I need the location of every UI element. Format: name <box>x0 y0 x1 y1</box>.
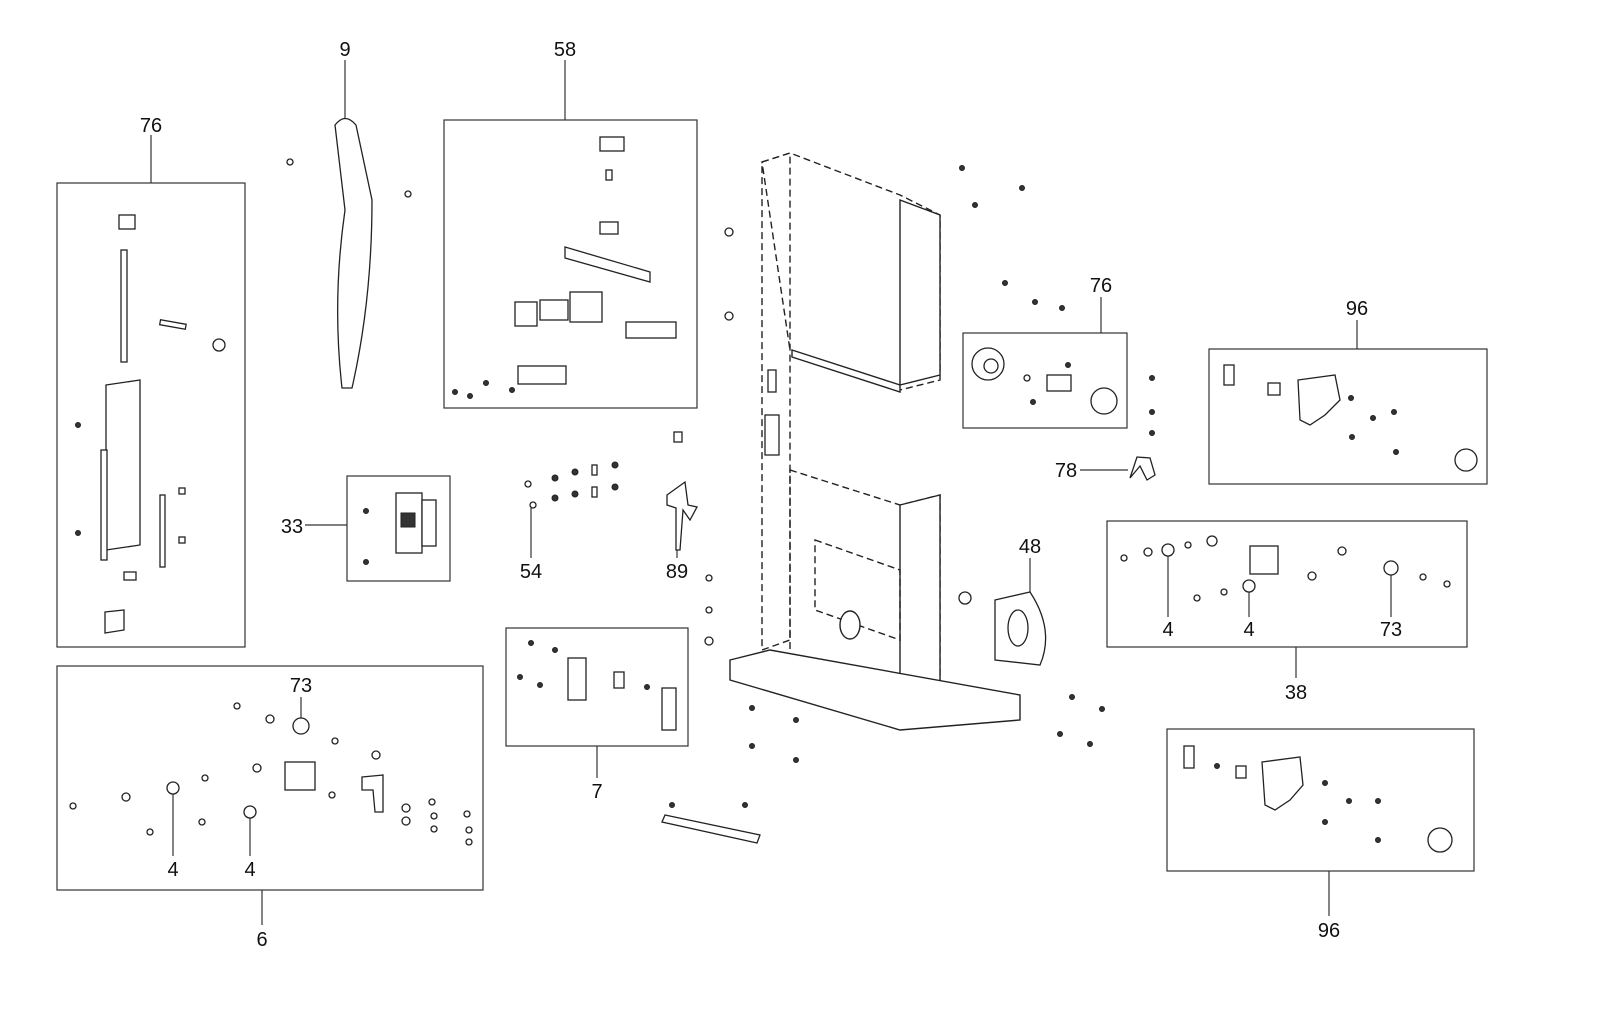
label-4-lower-a: 4 <box>167 859 178 881</box>
group-box-96-top <box>1208 348 1488 485</box>
label-58: 58 <box>554 39 576 61</box>
group-box-76-right <box>962 332 1128 429</box>
label-9: 9 <box>339 39 350 61</box>
label-73-bearing: 73 <box>1380 619 1402 641</box>
group-box-7 <box>505 627 689 747</box>
knob-assembly-parts <box>971 347 1118 415</box>
leader-lines <box>150 60 1392 925</box>
label-7: 7 <box>591 781 602 803</box>
group-box-38 <box>1106 520 1468 648</box>
base-plate-part <box>661 814 761 844</box>
handle-part <box>286 117 412 389</box>
group-box-33 <box>346 475 451 582</box>
electrical-box-parts <box>517 640 677 731</box>
label-38: 38 <box>1285 682 1307 704</box>
label-73-lower: 73 <box>290 675 312 697</box>
label-54: 54 <box>520 561 542 583</box>
group-box-58 <box>443 119 698 409</box>
pulley-cover-part <box>958 591 1047 666</box>
label-76-right: 76 <box>1090 275 1112 297</box>
label-33: 33 <box>281 516 303 538</box>
switch-box-parts <box>452 136 677 399</box>
guide-assembly-top-parts <box>1223 364 1478 472</box>
label-76-left: 76 <box>140 115 162 137</box>
label-96-top: 96 <box>1346 298 1368 320</box>
label-96-bottom: 96 <box>1318 920 1340 942</box>
clip-part <box>1129 456 1156 481</box>
callout-labels: 76 9 58 33 54 89 7 6 4 4 73 76 96 78 48 … <box>140 39 1402 951</box>
label-48: 48 <box>1019 536 1041 558</box>
bearing-assembly-parts <box>1120 535 1451 602</box>
guide-assembly-bottom-parts <box>1183 745 1453 853</box>
loose-hardware <box>669 165 1155 808</box>
label-4-bearing-a: 4 <box>1162 619 1173 641</box>
group-box-6 <box>56 665 484 891</box>
band-saw-frame <box>729 152 1021 731</box>
lower-assembly-parts <box>69 702 473 846</box>
label-4-lower-b: 4 <box>244 859 255 881</box>
label-6: 6 <box>256 929 267 951</box>
switch-part <box>363 492 437 565</box>
screws-and-bracket <box>524 431 698 551</box>
label-78: 78 <box>1055 460 1077 482</box>
blade-guide-parts <box>75 214 226 634</box>
group-box-96-bottom <box>1166 728 1475 872</box>
label-4-bearing-b: 4 <box>1243 619 1254 641</box>
label-89: 89 <box>666 561 688 583</box>
group-box-76-left <box>56 182 246 648</box>
